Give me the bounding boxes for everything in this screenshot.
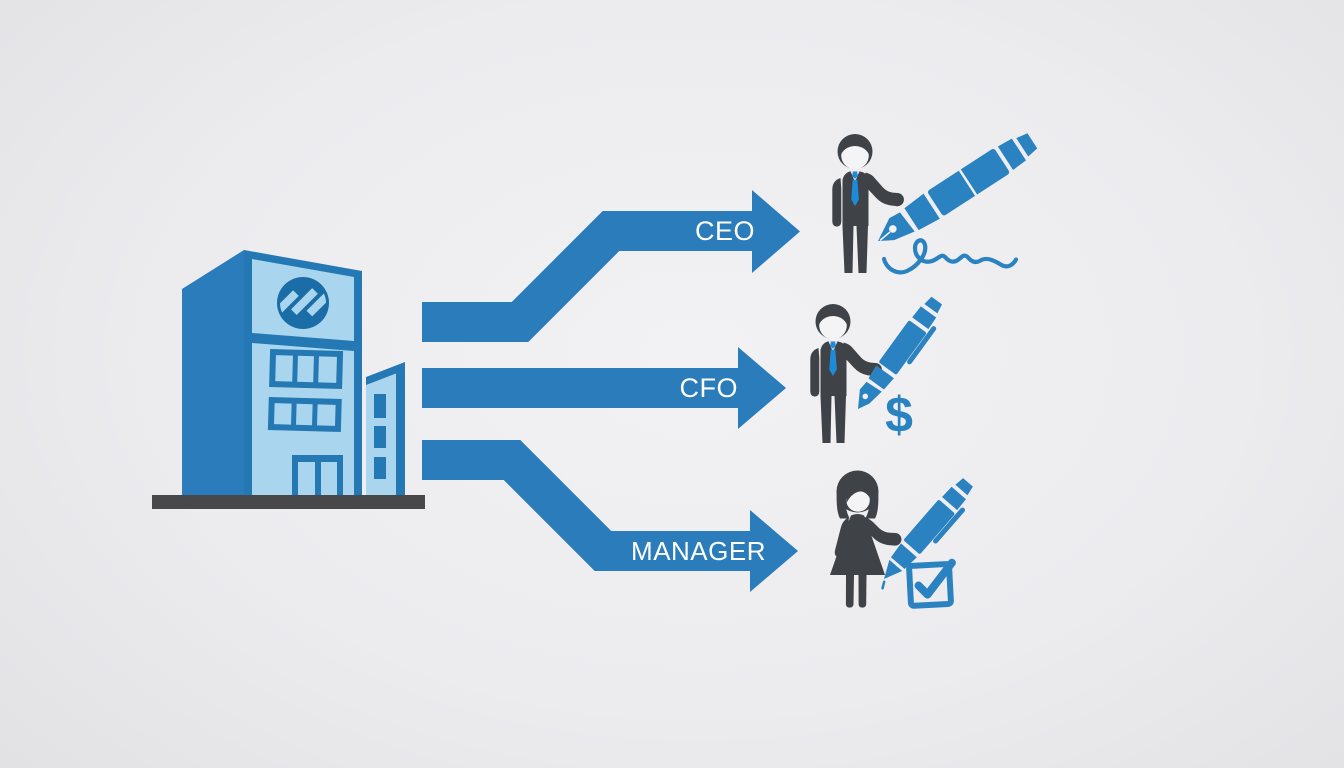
company-building — [152, 250, 425, 509]
cfo-label: CFO — [679, 373, 738, 403]
businessman-icon — [810, 304, 882, 443]
pen-icon — [881, 478, 973, 590]
ground-bar — [152, 495, 425, 509]
dollar-sign: $ — [885, 387, 913, 443]
signature-icon — [881, 238, 1019, 275]
ceo-arrow — [422, 190, 800, 342]
cfo-arrow — [422, 347, 786, 429]
businesswoman-icon — [830, 470, 902, 608]
building-door — [292, 455, 343, 497]
ceo-label: CEO — [694, 216, 755, 246]
businessman-icon — [832, 134, 904, 273]
fountain-pen-icon — [878, 133, 1038, 241]
building-annex — [366, 362, 405, 498]
checked-checkbox-icon — [906, 558, 956, 609]
pinwheel-logo-icon — [277, 277, 329, 329]
building-side-face — [182, 250, 244, 497]
building-windows — [267, 349, 344, 433]
manager-label: MANAGER — [631, 536, 766, 566]
manager-arrow — [422, 440, 798, 592]
